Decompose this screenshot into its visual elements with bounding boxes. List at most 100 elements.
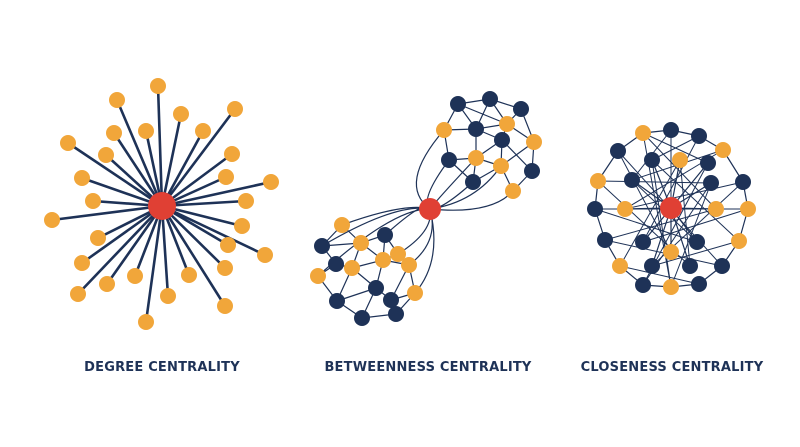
degree-outer-node xyxy=(85,193,101,209)
betweenness-node xyxy=(407,285,423,301)
betweenness-node xyxy=(328,256,344,272)
degree-outer-node xyxy=(220,237,236,253)
betweenness-node xyxy=(494,132,510,148)
betweenness-node xyxy=(526,134,542,150)
degree-edge xyxy=(76,204,164,296)
closeness-node xyxy=(635,125,651,141)
degree-outer-node xyxy=(150,78,166,94)
degree-edge xyxy=(115,98,164,208)
betweenness-node xyxy=(388,306,404,322)
closeness-node xyxy=(663,279,679,295)
closeness-node xyxy=(663,122,679,138)
closeness-node xyxy=(644,152,660,168)
betweenness-node xyxy=(377,227,393,243)
degree-outer-node xyxy=(74,170,90,186)
closeness-node xyxy=(715,142,731,158)
degree-outer-node xyxy=(98,147,114,163)
betweenness-node xyxy=(375,252,391,268)
closeness-edge xyxy=(597,180,712,184)
closeness-node xyxy=(590,173,606,189)
betweenness-node xyxy=(353,235,369,251)
closeness-edge xyxy=(651,159,672,288)
closeness-edge xyxy=(604,208,717,241)
degree-edge xyxy=(144,204,164,324)
closeness-node xyxy=(587,201,603,217)
closeness-node xyxy=(635,234,651,250)
closeness-node xyxy=(624,172,640,188)
betweenness-node xyxy=(436,122,452,138)
degree-outer-node xyxy=(74,255,90,271)
closeness-node xyxy=(635,277,651,293)
closeness-edge xyxy=(679,159,691,267)
degree-outer-node xyxy=(138,123,154,139)
degree-outer-node xyxy=(263,174,279,190)
degree-outer-node xyxy=(217,298,233,314)
degree-outer-node xyxy=(90,230,106,246)
betweenness-node xyxy=(505,183,521,199)
closeness-node xyxy=(644,258,660,274)
closeness-centrality-label: CLOSENESS CENTRALITY xyxy=(580,360,764,375)
degree-outer-node xyxy=(138,314,154,330)
degree-outer-node xyxy=(99,276,115,292)
betweenness-node xyxy=(499,116,515,132)
closeness-node xyxy=(682,258,698,274)
betweenness-node xyxy=(441,152,457,168)
betweenness-node xyxy=(383,292,399,308)
betweenness-node xyxy=(468,150,484,166)
closeness-central-node xyxy=(660,197,682,219)
closeness-edge xyxy=(624,181,744,210)
betweenness-node xyxy=(524,163,540,179)
closeness-node xyxy=(691,128,707,144)
closeness-node xyxy=(612,258,628,274)
betweenness-node xyxy=(334,217,350,233)
degree-edge xyxy=(160,204,267,257)
degree-outer-node xyxy=(160,288,176,304)
closeness-edge xyxy=(617,150,672,253)
degree-outer-node xyxy=(218,169,234,185)
degree-edge xyxy=(80,176,164,208)
degree-edge xyxy=(160,204,227,308)
degree-outer-node xyxy=(173,106,189,122)
degree-edge xyxy=(50,204,164,222)
degree-outer-node xyxy=(70,286,86,302)
degree-central-node xyxy=(148,192,176,220)
betweenness-node xyxy=(344,260,360,276)
closeness-node xyxy=(714,258,730,274)
betweenness-node xyxy=(493,158,509,174)
degree-edge xyxy=(105,204,164,286)
closeness-node xyxy=(703,175,719,191)
closeness-centrality-network xyxy=(587,122,756,295)
closeness-edge xyxy=(651,135,700,161)
degree-centrality-network xyxy=(44,78,279,330)
degree-edge xyxy=(160,204,227,270)
degree-outer-node xyxy=(238,193,254,209)
closeness-node xyxy=(740,201,756,217)
betweenness-node xyxy=(354,310,370,326)
degree-outer-node xyxy=(224,146,240,162)
betweenness-node xyxy=(310,268,326,284)
betweenness-node xyxy=(482,91,498,107)
betweenness-node xyxy=(390,246,406,262)
betweenness-node xyxy=(368,280,384,296)
degree-edge xyxy=(160,204,170,298)
degree-outer-node xyxy=(195,123,211,139)
degree-outer-node xyxy=(181,267,197,283)
degree-outer-node xyxy=(106,125,122,141)
degree-edge xyxy=(112,131,164,208)
betweenness-node xyxy=(401,257,417,273)
degree-edge xyxy=(80,204,164,265)
degree-outer-node xyxy=(234,218,250,234)
closeness-node xyxy=(610,143,626,159)
degree-edge xyxy=(160,129,205,208)
degree-outer-node xyxy=(227,101,243,117)
betweenness-node xyxy=(329,293,345,309)
degree-edge xyxy=(160,180,273,208)
closeness-edge xyxy=(619,265,700,285)
betweenness-edge xyxy=(457,103,508,125)
betweenness-node xyxy=(450,96,466,112)
degree-centrality-label: DEGREE CENTRALITY xyxy=(84,360,240,375)
closeness-edge xyxy=(651,159,740,242)
degree-edge xyxy=(160,112,183,208)
closeness-node xyxy=(617,201,633,217)
